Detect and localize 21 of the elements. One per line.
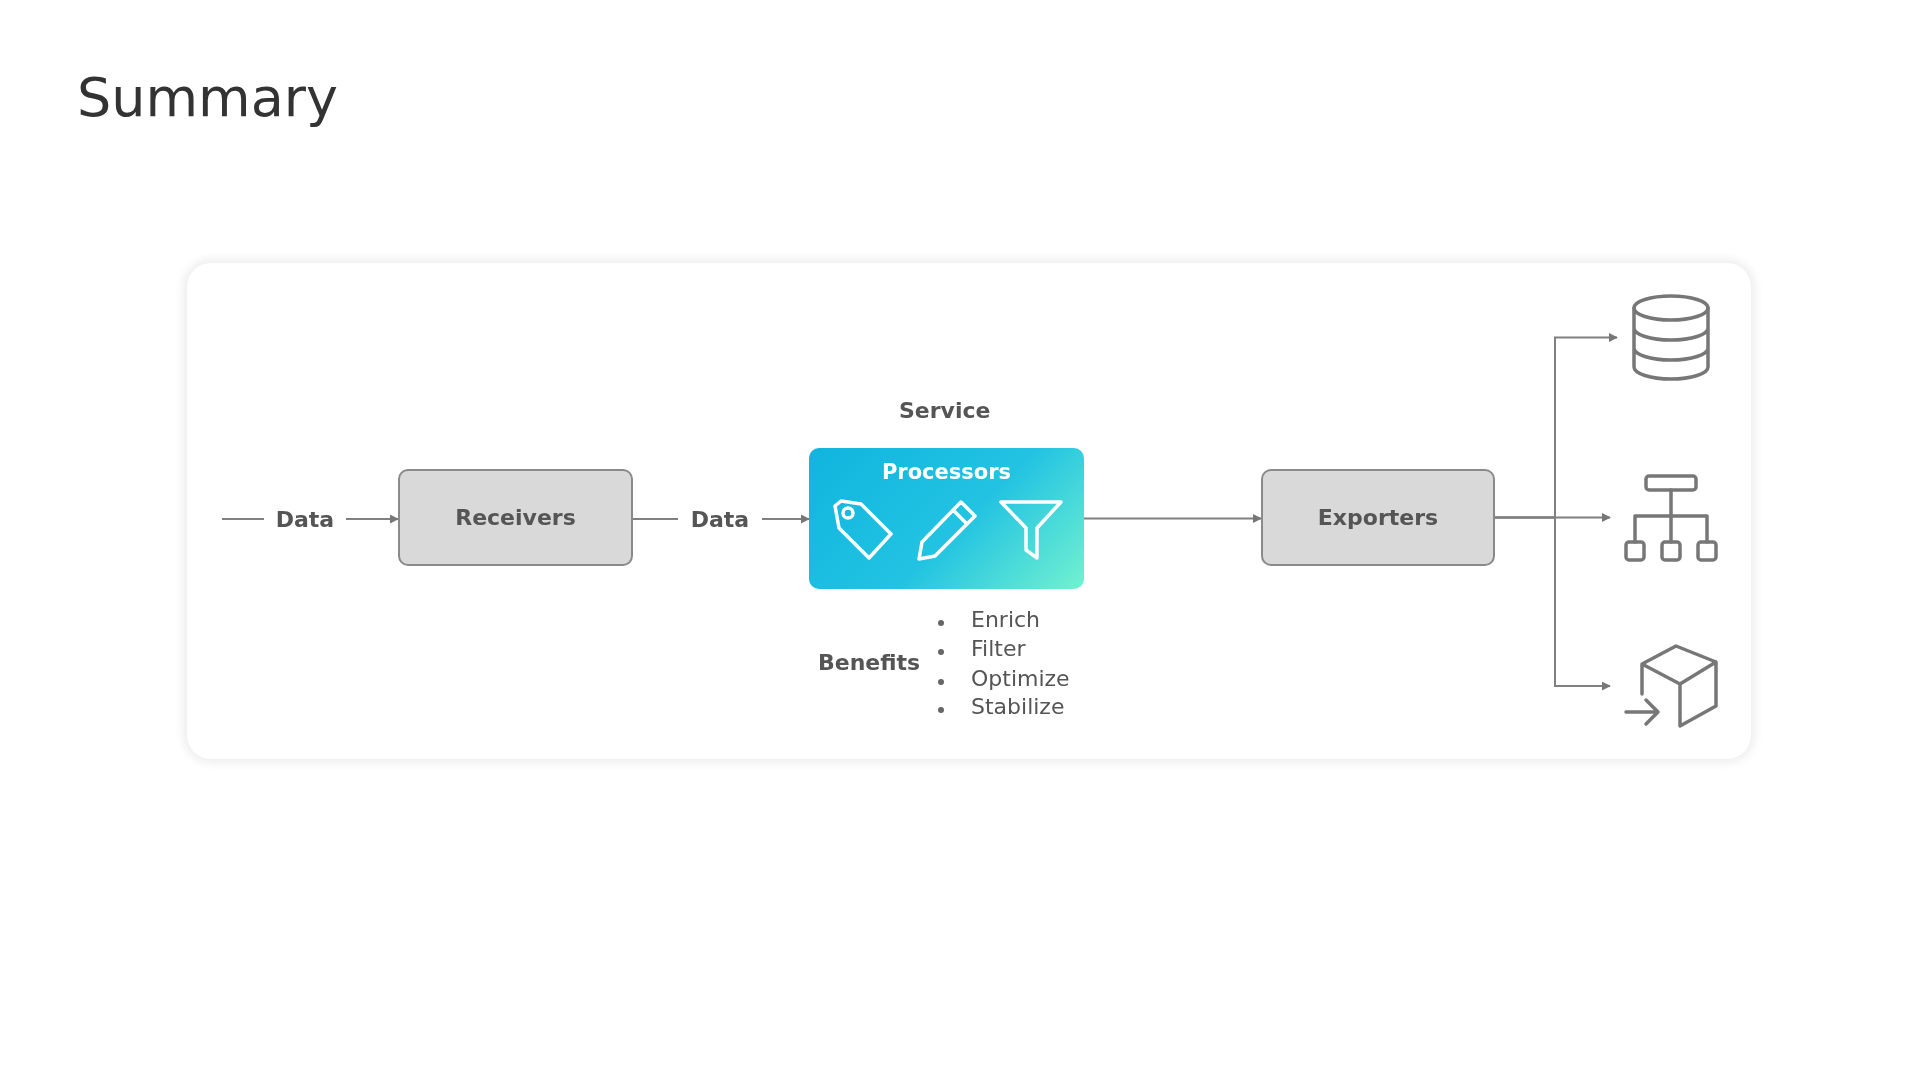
box-title: Exporters bbox=[1317, 505, 1439, 530]
slide-title: Summary bbox=[77, 66, 338, 129]
hierarchy-icon bbox=[1624, 474, 1718, 564]
flow-label: Data bbox=[686, 500, 754, 538]
arrow bbox=[1494, 516, 1611, 691]
process-box bbox=[1261, 469, 1495, 566]
processor-box bbox=[809, 448, 1084, 589]
arrow bbox=[345, 514, 399, 524]
flow-label: Data bbox=[272, 500, 338, 538]
process-box bbox=[398, 469, 633, 566]
group-label: Service bbox=[899, 398, 991, 423]
bullet-text: Enrich bbox=[971, 607, 1041, 632]
box-title: Processors bbox=[881, 460, 1012, 484]
arrow bbox=[761, 514, 810, 524]
arrow bbox=[1083, 514, 1262, 523]
box-title: Receivers bbox=[455, 505, 576, 530]
bullet-text: Stabilize bbox=[971, 694, 1065, 719]
database-icon bbox=[1631, 294, 1711, 381]
group-label: Benefits bbox=[818, 650, 921, 675]
bullet-text: Optimize bbox=[971, 666, 1070, 691]
bullet-text: Filter bbox=[971, 636, 1026, 661]
